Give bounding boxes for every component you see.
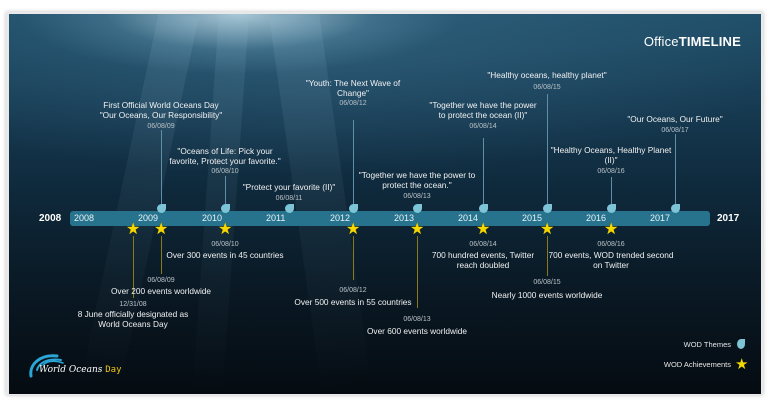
star-icon[interactable]: ★	[126, 221, 141, 238]
axis-start-label: 2008	[39, 213, 62, 224]
theme-connector	[483, 138, 484, 206]
drop-icon[interactable]	[607, 204, 616, 213]
achievement-connector	[133, 236, 134, 298]
star-icon[interactable]: ★	[154, 221, 169, 238]
year-label: 2011	[266, 213, 286, 223]
timeline-axis	[70, 211, 710, 226]
achievement-label[interactable]: Over 600 events worldwide	[366, 326, 468, 336]
year-label: 2010	[202, 213, 223, 223]
logo-text: World Oceans	[39, 365, 103, 375]
star-icon[interactable]: ★	[540, 221, 555, 238]
legend-achievements-label: WOD Achievements	[663, 360, 731, 369]
drop-icon[interactable]	[349, 204, 358, 213]
drop-icon[interactable]	[671, 204, 680, 213]
theme-date: 06/08/09	[147, 123, 175, 130]
theme-date: 06/08/14	[469, 123, 497, 130]
drop-icon	[737, 339, 745, 349]
theme-date: 06/08/11	[275, 195, 303, 202]
theme-label[interactable]: "Protect your favorite (II)"	[242, 182, 336, 192]
achievement-connector	[161, 236, 162, 274]
theme-date: 06/08/13	[403, 193, 431, 200]
drop-icon[interactable]	[221, 204, 230, 213]
light-ray	[192, 14, 249, 394]
achievement-date: 06/08/10	[211, 241, 239, 248]
achievement-date: 12/31/08	[119, 301, 147, 308]
theme-connector	[225, 176, 226, 206]
theme-label[interactable]: First Official World Oceans Day"Our Ocea…	[99, 100, 223, 120]
year-label: 2014	[458, 213, 479, 223]
theme-date: 06/08/10	[211, 168, 239, 175]
theme-date: 06/08/16	[597, 168, 625, 175]
achievement-label[interactable]: Over 500 events in 55 countries	[294, 297, 412, 307]
office-timeline-logo: OfficeTIMELINE	[643, 34, 741, 49]
theme-label[interactable]: "Healthy oceans, healthy planet"	[487, 70, 607, 80]
year-label: 2015	[522, 213, 543, 223]
axis-end-label: 2017	[717, 213, 740, 224]
achievement-connector	[353, 236, 354, 280]
star-icon[interactable]: ★	[410, 221, 425, 238]
year-label: 2013	[394, 213, 415, 223]
achievement-date: 06/08/14	[469, 241, 497, 248]
achievement-date: 06/08/09	[147, 277, 175, 284]
legend-themes-label: WOD Themes	[683, 340, 731, 349]
achievement-date: 06/08/12	[339, 287, 367, 294]
theme-date: 06/08/12	[339, 100, 367, 107]
achievement-connector	[417, 236, 418, 308]
drop-icon[interactable]	[479, 204, 488, 213]
achievement-date: 06/08/15	[533, 279, 561, 286]
timeline-slide: OfficeTIMELINE 2008 2017 2008 2009 2010 …	[9, 14, 761, 394]
year-label: 2008	[74, 213, 95, 223]
theme-connector	[675, 134, 676, 206]
theme-label[interactable]: "Our Oceans, Our Future"	[627, 114, 723, 124]
achievement-date: 06/08/13	[403, 316, 431, 323]
star-icon[interactable]: ★	[346, 221, 361, 238]
star-icon[interactable]: ★	[604, 221, 619, 238]
theme-connector	[611, 177, 612, 206]
drop-icon[interactable]	[285, 204, 294, 213]
achievement-date: 06/08/16	[597, 241, 625, 248]
star-icon[interactable]: ★	[476, 221, 491, 238]
theme-connector	[547, 94, 548, 206]
theme-connector	[353, 120, 354, 206]
theme-date: 06/08/17	[661, 127, 689, 134]
world-oceans-day-logo: World Oceans Day	[27, 350, 137, 386]
year-label: 2012	[330, 213, 351, 223]
theme-label[interactable]: "Healthy Oceans, Healthy Planet(II)"	[550, 145, 672, 165]
year-label: 2009	[138, 213, 159, 223]
achievement-label[interactable]: Over 300 events in 45 countries	[166, 250, 284, 260]
drop-icon[interactable]	[413, 204, 422, 213]
star-icon: ★	[735, 356, 749, 373]
year-label: 2016	[586, 213, 607, 223]
logo-day: Day	[105, 365, 122, 375]
theme-date: 06/08/15	[533, 84, 561, 91]
achievement-label[interactable]: Over 200 events worldwide	[110, 286, 212, 296]
year-label: 2017	[650, 213, 671, 223]
theme-connector	[161, 130, 162, 206]
drop-icon[interactable]	[543, 204, 552, 213]
drop-icon[interactable]	[157, 204, 166, 213]
light-ray	[80, 14, 199, 390]
achievement-connector	[547, 236, 548, 276]
star-icon[interactable]: ★	[218, 221, 233, 238]
achievement-label[interactable]: Nearly 1000 events worldwide	[491, 290, 603, 300]
wave-icon	[29, 354, 64, 378]
